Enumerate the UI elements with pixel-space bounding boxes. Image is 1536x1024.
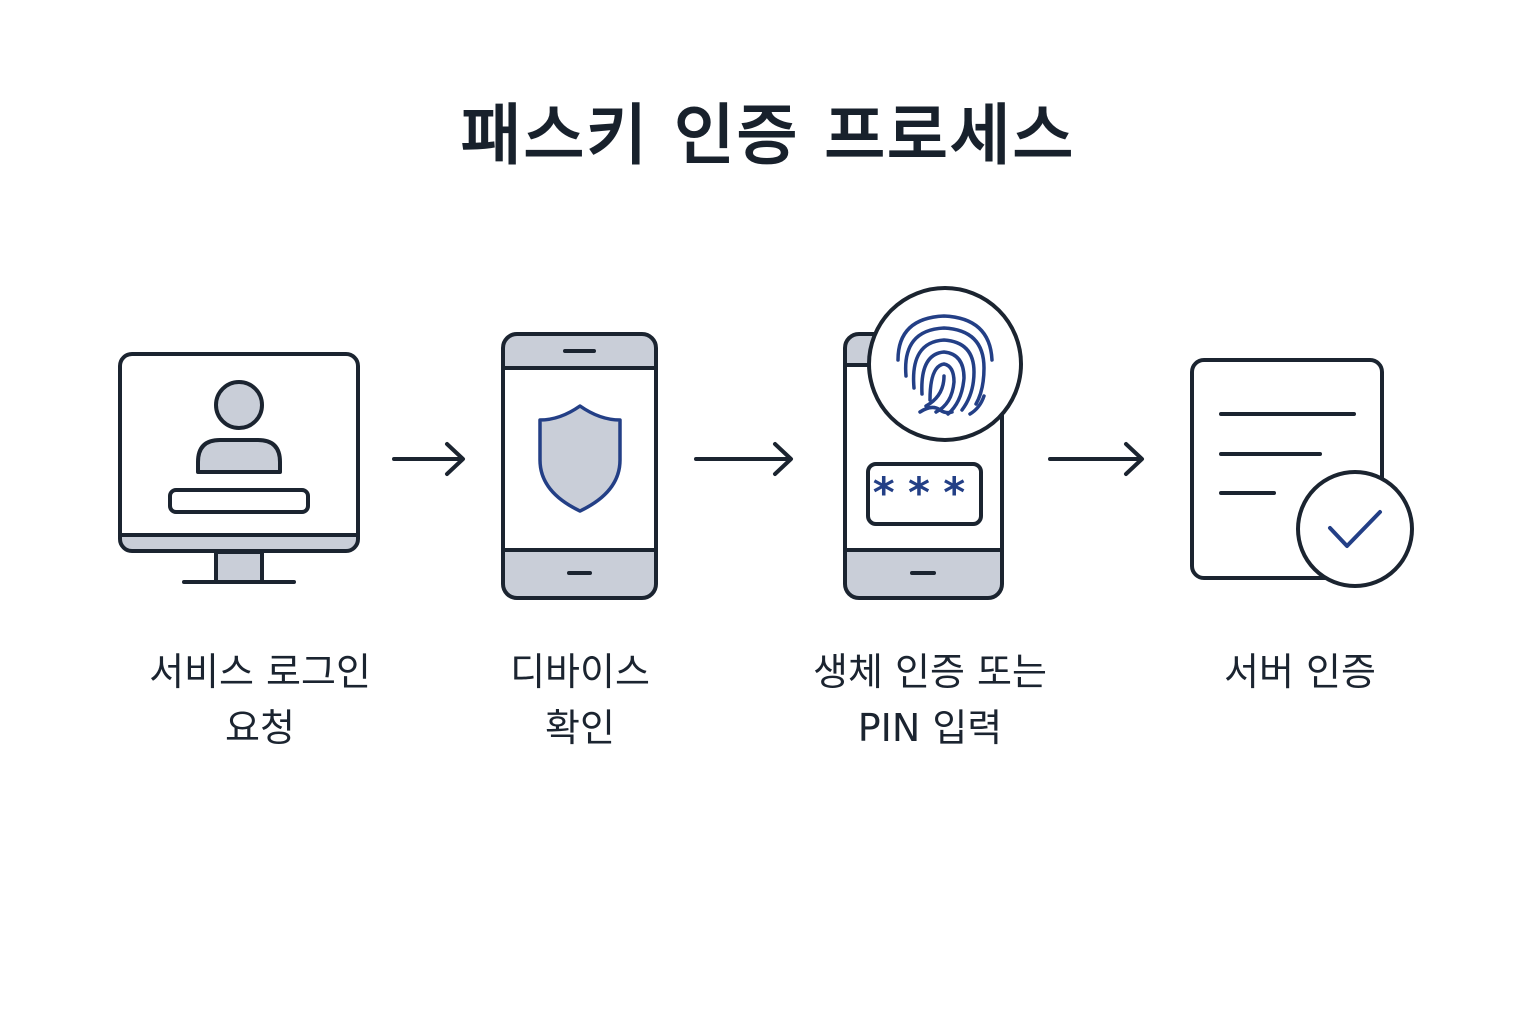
phone-shield-icon (501, 332, 658, 600)
shield-icon (538, 404, 622, 513)
checkmark-icon (1328, 510, 1382, 548)
computer-login-icon (118, 352, 360, 584)
phone-fingerprint-pin-icon (843, 286, 1023, 600)
fingerprint-icon (896, 314, 994, 416)
page-title: 패스키 인증 프로세스 (460, 97, 1076, 174)
step-label-server-auth: 서버 인증 (1224, 650, 1376, 694)
pin-mask-text: *** (871, 468, 977, 517)
arrow-right-icon (1048, 442, 1144, 476)
step-label-login-request: 서비스 로그인 요청 (149, 650, 371, 750)
arrow-right-icon (694, 442, 793, 476)
document-check-icon (1190, 358, 1414, 588)
step-label-device-check: 디바이스 확인 (510, 650, 650, 750)
step-label-biometric-pin: 생체 인증 또는 PIN 입력 (813, 650, 1047, 750)
arrow-right-icon (392, 442, 465, 476)
